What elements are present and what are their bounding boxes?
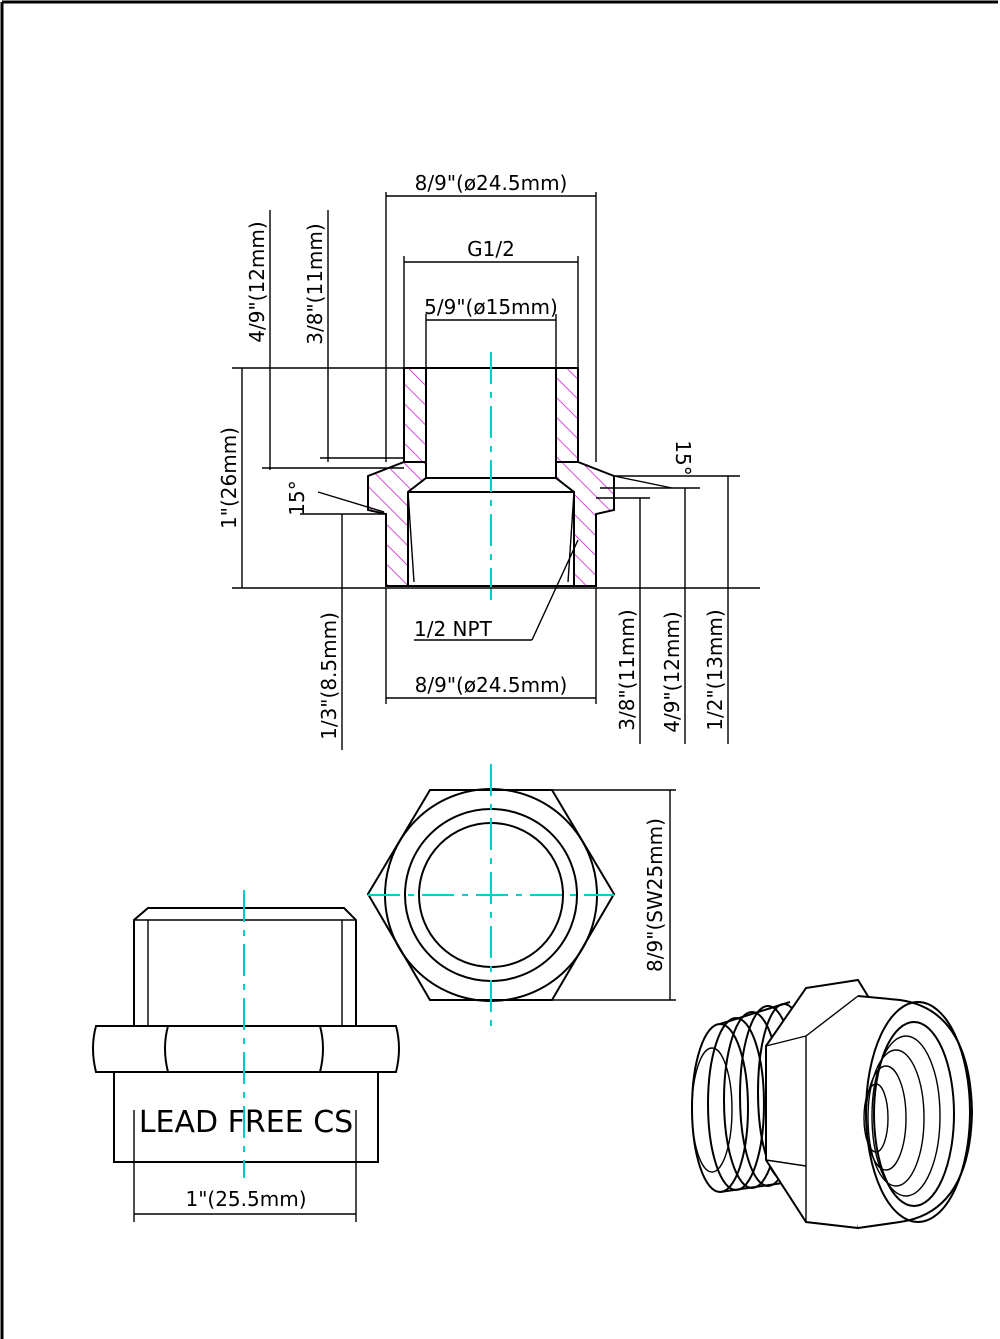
dim-hex-sw: 8/9"(SW25mm)	[643, 818, 667, 972]
section-hatch	[367, 367, 615, 587]
dim-bottom-od: 8/9"(ø24.5mm)	[415, 673, 568, 697]
dim-left-thread-len2: 3/8"(11mm)	[303, 223, 327, 344]
dim-right-1: 3/8"(11mm)	[615, 609, 639, 730]
dim-npt: 1/2 NPT	[414, 617, 493, 641]
section-view	[367, 352, 615, 600]
end-view	[366, 764, 676, 1026]
dim-bottom-left: 1/3"(8.5mm)	[317, 612, 341, 740]
dim-bore: 5/9"(ø15mm)	[424, 295, 558, 319]
dim-thread-top: G1/2	[467, 237, 515, 261]
dim-right-3: 1/2"(13mm)	[703, 609, 727, 730]
dim-right-2: 4/9"(12mm)	[660, 611, 684, 732]
dim-overall-height: 1"(26mm)	[217, 427, 241, 529]
dim-angle-left: 15°	[285, 480, 309, 515]
section-dimensions	[232, 192, 760, 750]
dim-left-thread-len: 4/9"(12mm)	[245, 221, 269, 342]
dim-side-width: 1"(25.5mm)	[185, 1187, 306, 1211]
marking-text: LEAD FREE CS	[139, 1105, 353, 1140]
dim-top-od: 8/9"(ø24.5mm)	[415, 171, 568, 195]
isometric-view	[691, 978, 974, 1230]
dim-angle-right: 15°	[671, 440, 695, 475]
side-view	[92, 890, 400, 1222]
